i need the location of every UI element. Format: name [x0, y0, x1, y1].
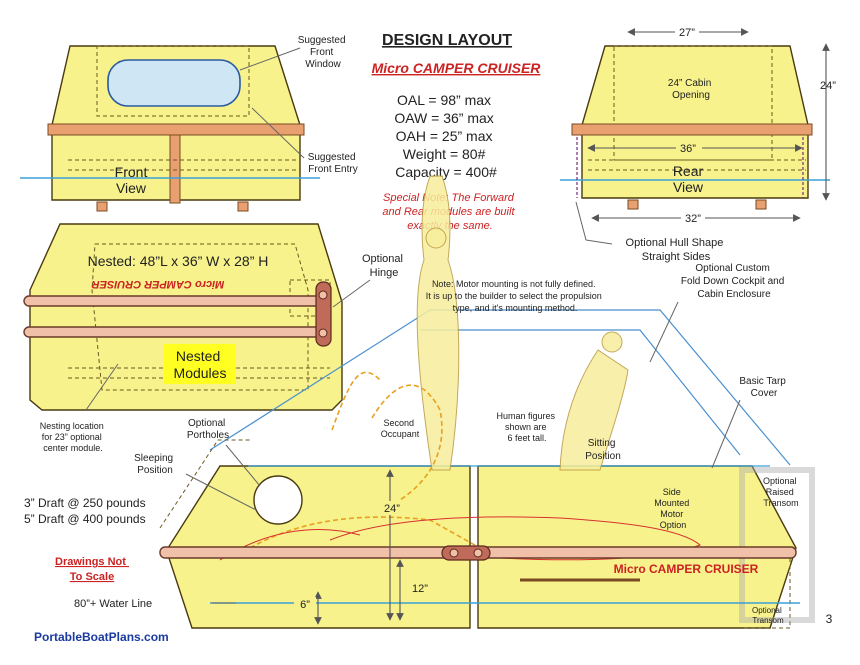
- rear-view-label-2: View: [673, 179, 704, 195]
- sitting-position-label: Sitting Position: [585, 438, 621, 462]
- raised-transom-note: Optional Raised Transom: [763, 476, 799, 508]
- optional-transom-note: Optional Transom: [752, 606, 784, 625]
- porthole: [253, 475, 303, 525]
- nested-modules-drawing: [23, 223, 371, 411]
- draft-400: 5” Draft @ 400 pounds: [24, 512, 146, 526]
- cockpit-enclosure-note: Optional Custom Fold Down Cockpit and Ca…: [681, 263, 787, 300]
- sleeping-position-note: Sleeping Position: [134, 453, 176, 476]
- nested-modules-label: Nested Modules: [174, 348, 227, 381]
- nested-modules-badge: [164, 344, 236, 384]
- nested-brand-upside-down: Micro CAMPER CRUISER: [92, 278, 225, 290]
- website-footer: PortableBoatPlans.com: [34, 630, 169, 644]
- rear-height: 24”: [820, 80, 836, 92]
- drawings-not-to-scale: Drawings Not To Scale: [55, 556, 129, 583]
- rear-bottom-width: 32”: [685, 213, 701, 225]
- portholes-note: Optional Portholes: [187, 418, 229, 441]
- dim-6: 6”: [300, 599, 310, 611]
- nesting-location-note: Nesting location for 23” optional center…: [40, 421, 107, 453]
- front-view-label-1: Front: [115, 164, 148, 180]
- page-title: DESIGN LAYOUT: [382, 32, 512, 49]
- cabin-opening-label: 24” Cabin Opening: [668, 78, 714, 101]
- spec-list: OAL = 98” max OAW = 36” max OAH = 25” ma…: [394, 92, 497, 180]
- human-figures-note: Human figures shown are 6 feet tall.: [496, 411, 557, 443]
- nested-dimensions: Nested: 48”L x 36” W x 28” H: [88, 253, 269, 269]
- hull-shape-note: Optional Hull Shape Straight Sides: [626, 237, 727, 263]
- rear-mid-width: 36”: [680, 143, 696, 155]
- motor-mounting-note: Note: Motor mounting is not fully define…: [426, 279, 605, 313]
- tarp-cover-note: Basic Tarp Cover: [739, 376, 788, 399]
- front-window-shape: [107, 59, 241, 107]
- rear-view-drawing: [560, 28, 830, 245]
- rear-top-width: 27”: [679, 27, 695, 39]
- side-view-drawing: [159, 175, 815, 629]
- second-occupant-label: Second Occupant: [381, 418, 420, 439]
- dim-12: 12”: [412, 583, 428, 595]
- front-window-note: Suggested Front Window: [298, 35, 349, 70]
- page-number: 3: [826, 612, 833, 626]
- dim-24: 24”: [384, 503, 400, 515]
- front-view-label-2: View: [116, 180, 147, 196]
- optional-raised-transom-outline: [739, 467, 815, 623]
- water-line-label: 80”+ Water Line: [74, 598, 152, 610]
- rear-view-label-1: Rear: [673, 163, 704, 179]
- page-subtitle: Micro CAMPER CRUISER: [372, 60, 542, 76]
- side-brand: Micro CAMPER CRUISER: [614, 562, 759, 576]
- optional-hinge-note: Optional Hinge: [362, 253, 406, 279]
- front-entry-note: Suggested Front Entry: [308, 152, 359, 175]
- draft-250: 3” Draft @ 250 pounds: [24, 496, 146, 510]
- front-view-drawing: [20, 45, 320, 212]
- side-motor-note: Side Mounted Motor Option: [654, 487, 692, 530]
